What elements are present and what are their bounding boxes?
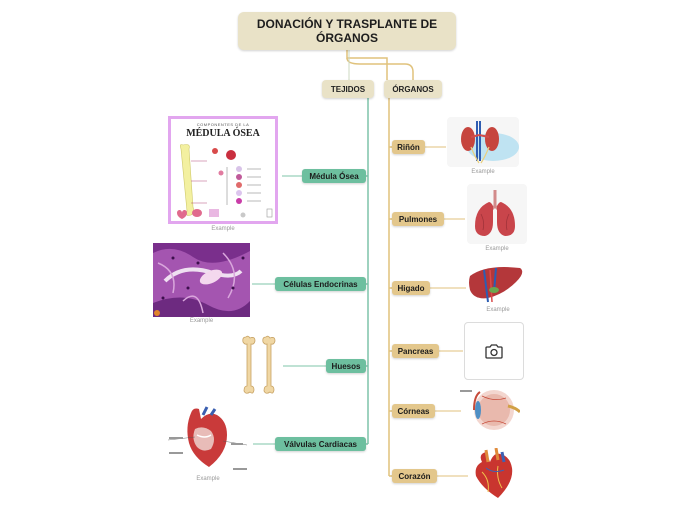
- pancreas-image-placeholder[interactable]: [464, 322, 524, 380]
- caption-endocrinas: Example: [153, 318, 250, 324]
- medula-card-footer-icons: [171, 207, 275, 219]
- corazon-image: [468, 448, 518, 502]
- higado-image: [466, 262, 526, 306]
- caption-pulmones: Example: [467, 246, 527, 252]
- branch-tejidos[interactable]: TEJIDOS: [322, 80, 374, 98]
- rinon-image: [447, 117, 519, 167]
- node-higado[interactable]: Higado: [392, 281, 430, 295]
- node-valvulas-cardiacas[interactable]: Válvulas Cardiacas: [275, 437, 366, 451]
- caption-higado: Example: [466, 307, 530, 313]
- pulmones-image: [467, 184, 527, 244]
- medula-osea-image: COMPONENTES DE LA MÉDULA ÓSEA: [168, 116, 278, 224]
- medula-card-header: COMPONENTES DE LA: [171, 122, 275, 127]
- node-pancreas[interactable]: Pancreas: [392, 344, 439, 358]
- valvulas-cardiacas-image: [167, 405, 253, 473]
- node-rinon[interactable]: Riñón: [392, 140, 425, 154]
- medula-card-title: MÉDULA ÓSEA: [171, 128, 275, 139]
- huesos-image: [238, 334, 280, 396]
- node-corneas[interactable]: Córneas: [392, 404, 435, 418]
- node-pulmones[interactable]: Pulmones: [392, 212, 444, 226]
- camera-icon: [485, 343, 503, 359]
- branch-organos[interactable]: ÓRGANOS: [384, 80, 442, 98]
- corneas-image: [460, 386, 520, 436]
- node-medula-osea[interactable]: Médula Ósea: [302, 169, 366, 183]
- caption-rinon: Example: [447, 169, 519, 175]
- node-corazon[interactable]: Corazón: [392, 469, 437, 483]
- celulas-endocrinas-image: [153, 243, 250, 317]
- root-topic[interactable]: DONACIÓN Y TRASPLANTE DE ÓRGANOS: [238, 12, 456, 50]
- caption-medula: Example: [168, 226, 278, 232]
- node-huesos[interactable]: Huesos: [326, 359, 366, 373]
- node-celulas-endocrinas[interactable]: Células Endocrinas: [275, 277, 366, 291]
- caption-valvulas: Example: [178, 476, 238, 482]
